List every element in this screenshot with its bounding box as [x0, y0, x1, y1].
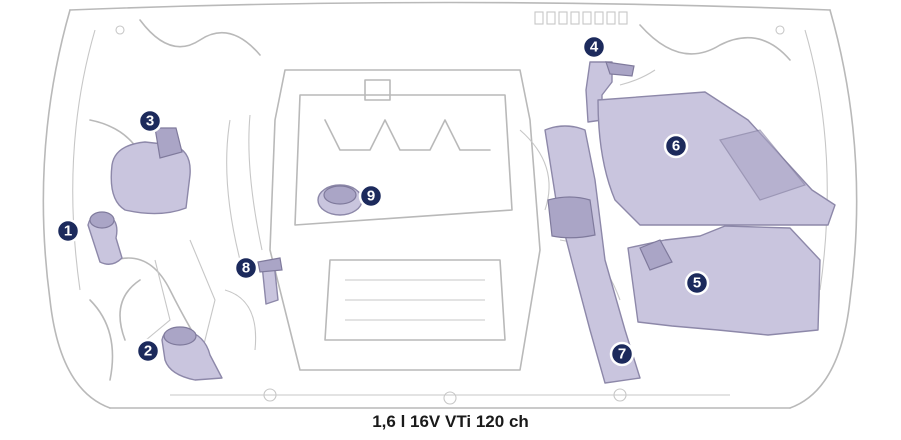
marker-3-label: 3 [146, 113, 154, 130]
marker-6-label: 6 [672, 138, 680, 155]
marker-4-label: 4 [590, 39, 599, 56]
component-5-battery [627, 225, 821, 336]
component-4-reservoir [585, 61, 635, 123]
engine-compartment-diagram: 1 2 3 4 5 6 7 8 9 [42, 1, 858, 409]
component-6-air-filter [597, 91, 836, 226]
diagram-caption: 1,6 l 16V VTi 120 ch [372, 412, 529, 431]
engine-bay-outline [42, 1, 858, 409]
marker-5-label: 5 [693, 275, 701, 292]
component-7-air-duct [544, 125, 641, 384]
component-1-filler [87, 211, 123, 265]
component-2-reservoir [161, 326, 223, 381]
marker-2-label: 2 [144, 343, 152, 360]
marker-1-label: 1 [64, 223, 72, 240]
component-3-coolant-tank [110, 127, 191, 215]
grille-vents [534, 11, 628, 25]
marker-4: 4 [581, 34, 607, 60]
component-9-oil-cap [317, 184, 363, 216]
marker-6: 6 [663, 133, 689, 159]
marker-7: 7 [609, 341, 635, 367]
marker-5: 5 [684, 270, 710, 296]
marker-8: 8 [233, 255, 259, 281]
component-8-dipstick [257, 257, 283, 305]
marker-1: 1 [55, 218, 81, 244]
engine-block [226, 69, 550, 371]
marker-2: 2 [135, 338, 161, 364]
marker-7-label: 7 [618, 346, 626, 363]
marker-9-label: 9 [367, 188, 375, 205]
marker-9: 9 [358, 183, 384, 209]
marker-8-label: 8 [242, 260, 250, 277]
marker-3: 3 [137, 108, 163, 134]
